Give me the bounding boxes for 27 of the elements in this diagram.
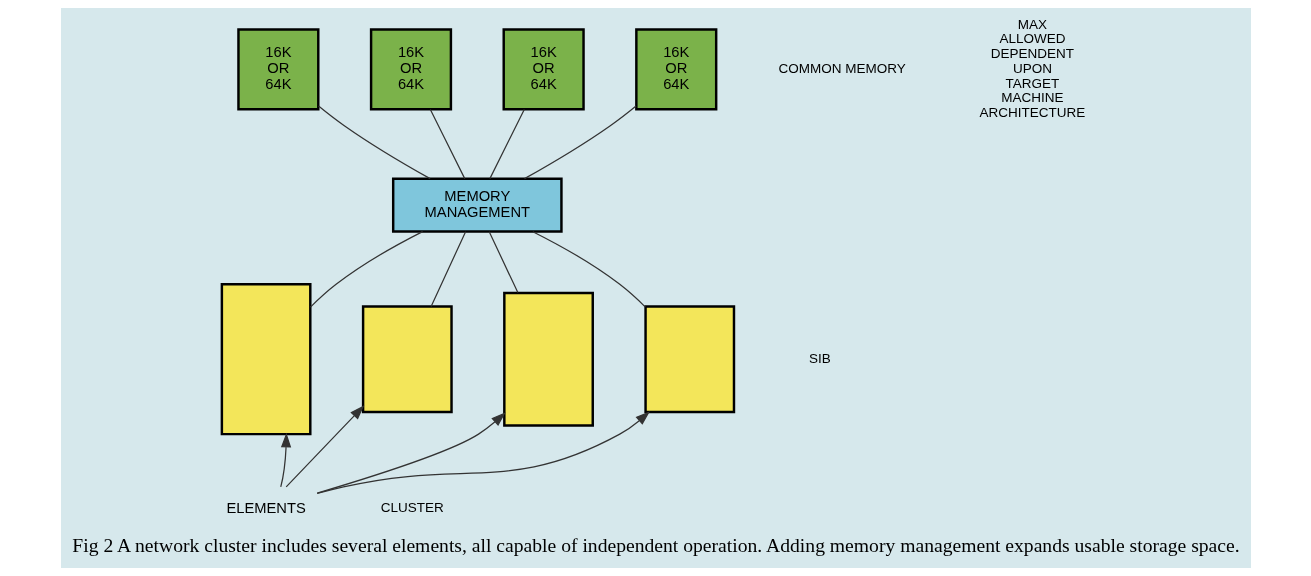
label: SIB [808,350,831,366]
node-box: 16K OR 64K [369,28,452,111]
connector [317,105,431,180]
node-box [643,305,735,414]
connector [488,108,525,180]
node-box: MEMORY MANAGEMENT [391,177,563,233]
arrow [316,411,650,495]
node-box: 16K OR 64K [236,28,319,111]
label: MAX ALLOWED DEPENDENT UPON TARGET MACHINE ARCHITECTURE [979,16,1085,121]
arrow [285,405,364,488]
connector [523,105,637,180]
connector [429,108,465,180]
node-box: 16K OR 64K [502,28,585,111]
node-box: 16K OR 64K [634,28,717,111]
label: COMMON MEMORY [777,60,906,76]
connector [531,231,646,308]
node-box [361,305,453,414]
connector [488,231,518,294]
node-box [502,291,594,427]
arrow [316,412,506,494]
caption: Fig 2 A network cluster includes several elements, all capable of independent operation. Adding memory management expands usable storage space. [71,533,1240,556]
arrow [279,432,291,488]
node-box [220,283,312,436]
connector [309,230,423,308]
label: CLUSTER [380,500,444,516]
connector [430,231,466,307]
node-text: ELEMENTS [225,499,306,516]
